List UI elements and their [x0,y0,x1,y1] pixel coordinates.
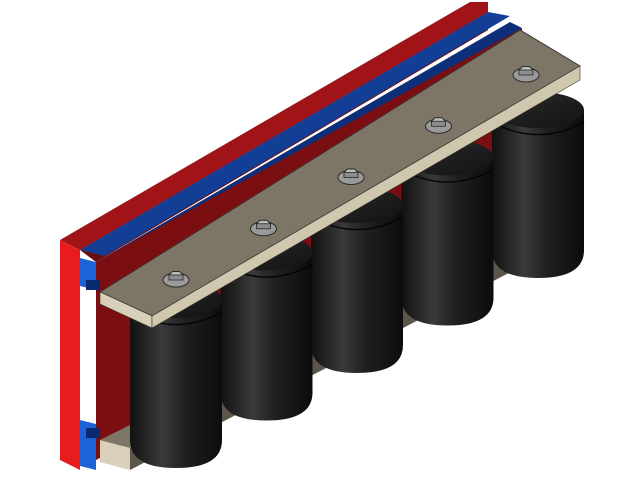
bolt-shank [518,69,534,76]
capacitor-body [311,205,403,373]
blue-bar-top-face [80,12,510,256]
blue-rail-slot-upper [86,280,100,290]
capacitor-body [130,300,222,468]
capacitor-row [129,92,585,468]
red-bar-top-face [60,2,488,250]
bolt-icon [250,219,277,237]
bolt-icon [337,168,365,185]
capacitor-band [491,121,585,136]
top-plate-side [151,65,581,329]
blue-rail-lower [80,420,96,470]
bolt-row [162,66,540,288]
bolt-icon [425,117,452,134]
capacitor-body [220,252,313,421]
bolt-icon [512,66,540,83]
bolt-icon [162,271,190,288]
capacitor-body [492,110,584,278]
blue-rail-slot-lower [86,428,100,438]
capacitor-body [401,157,494,326]
red-bar-front-face [60,240,80,470]
bottom-plate-edge [100,440,130,470]
bolt-shank [168,274,184,281]
bolt-shank [431,120,446,127]
bolt-shank [343,172,359,178]
bolt-shank [256,223,271,230]
top-plate [98,29,581,329]
